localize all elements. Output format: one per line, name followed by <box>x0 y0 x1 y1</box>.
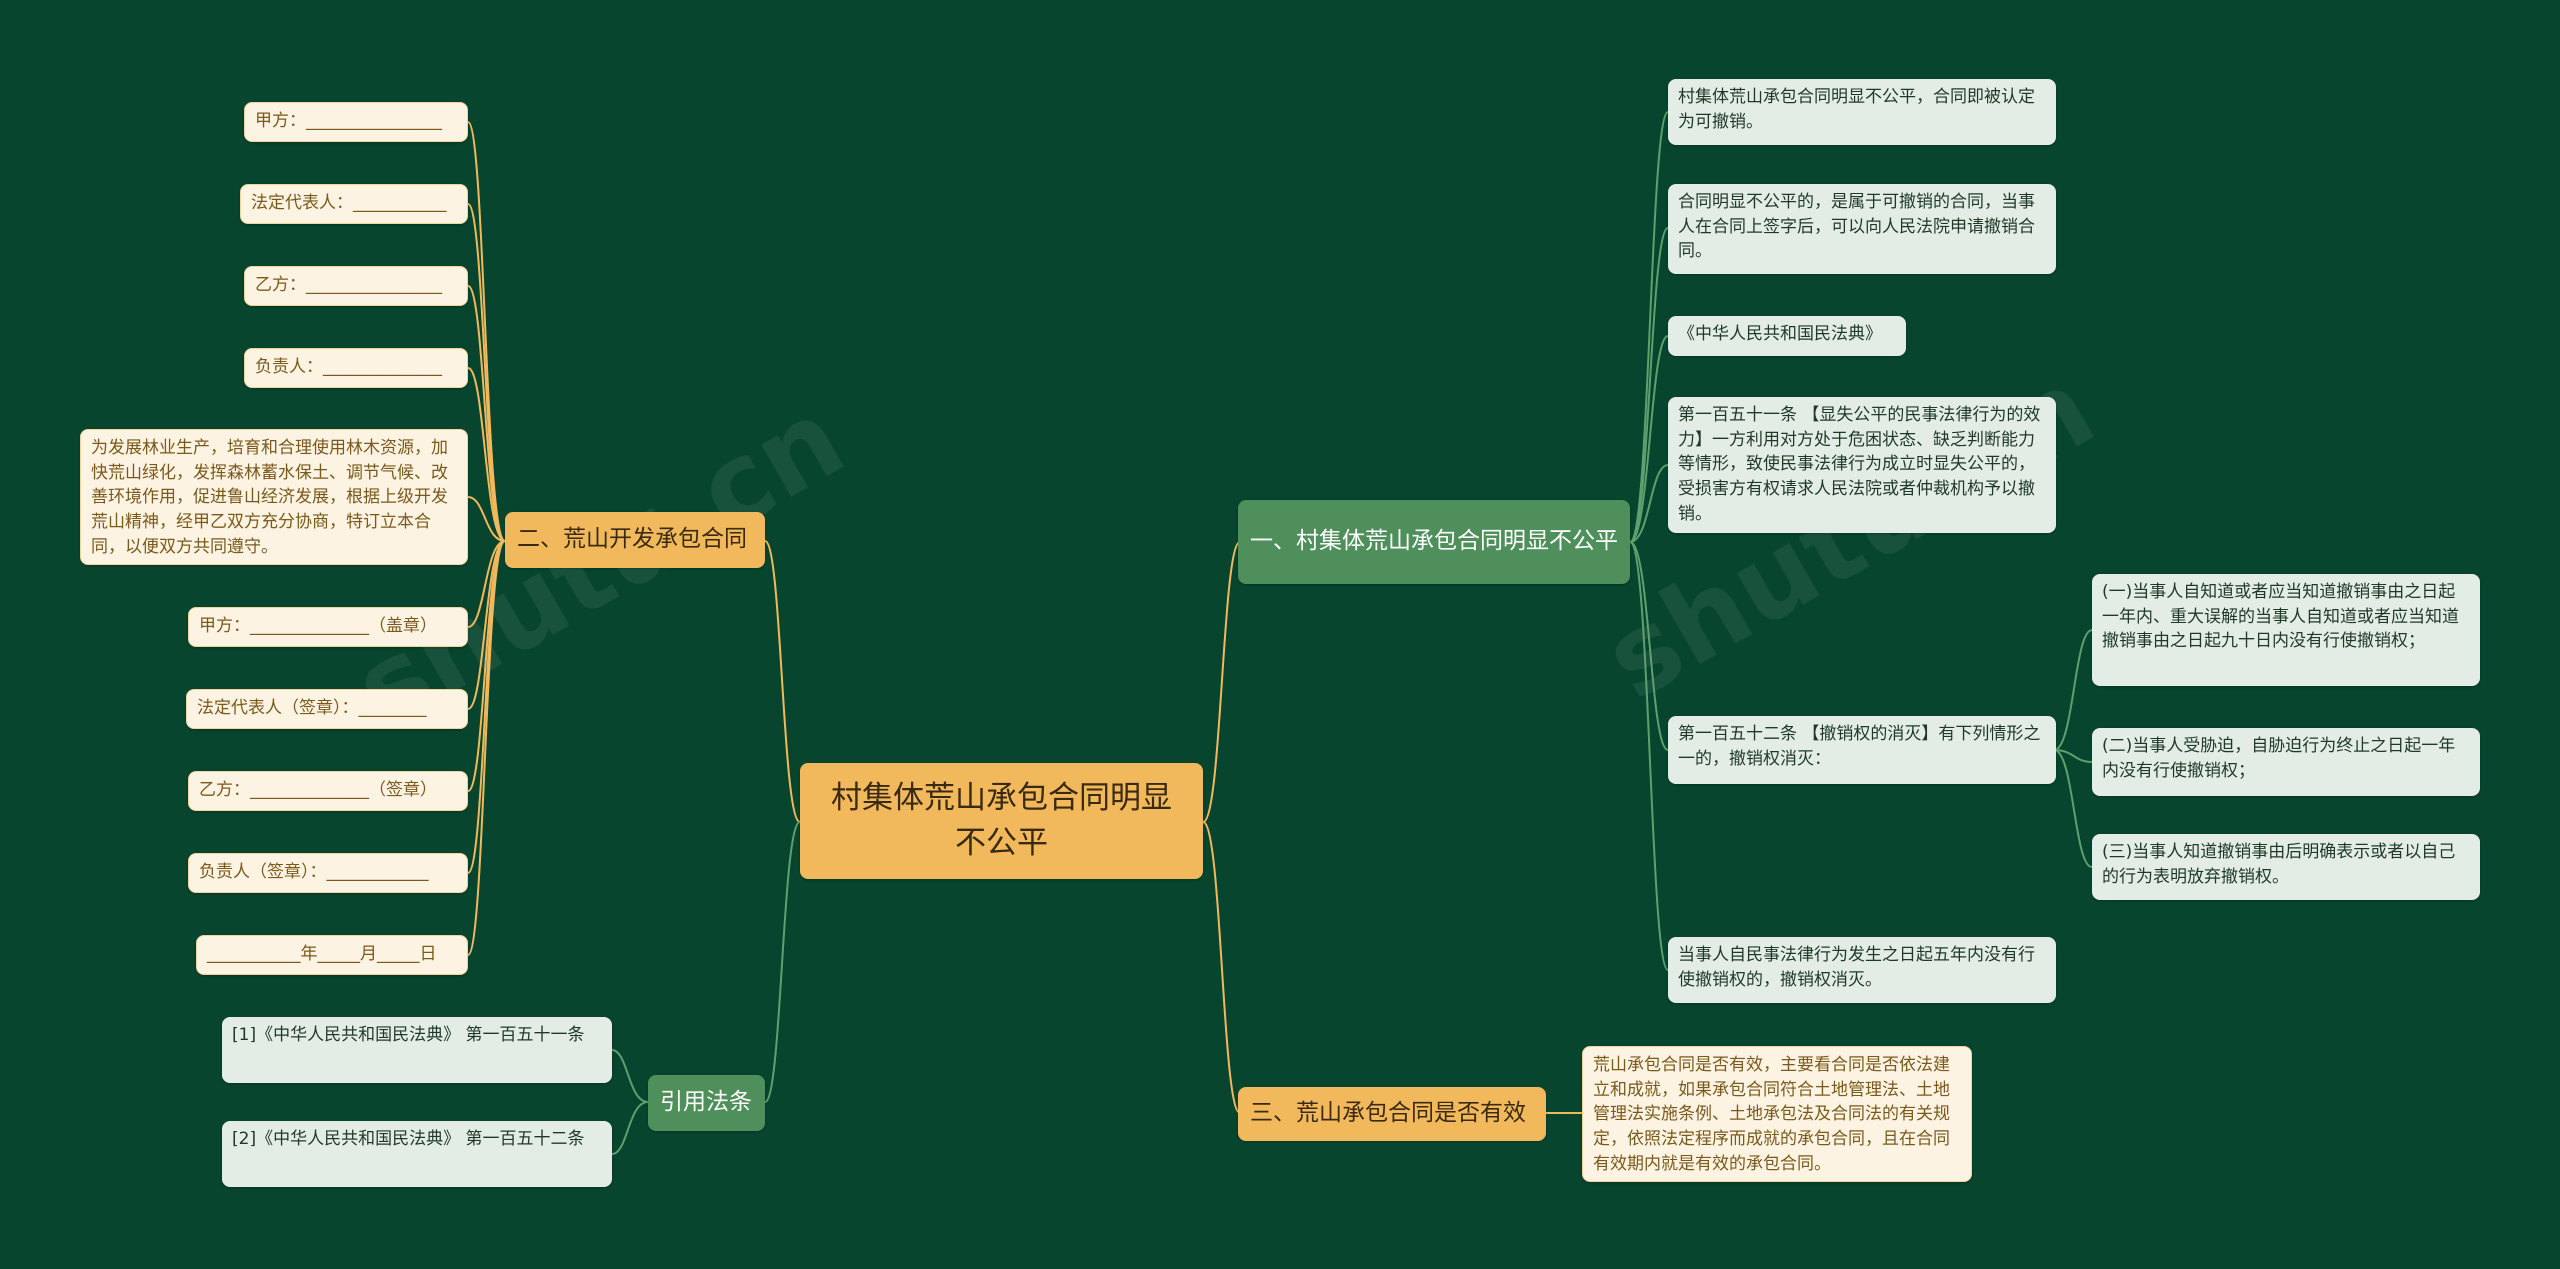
leaf-node[interactable]: (一)当事人自知道或者应当知道撤销事由之日起一年内、重大误解的当事人自知道或者应… <box>2092 574 2480 686</box>
leaf-text: 负责人：______________ <box>255 357 442 377</box>
leaf-node[interactable]: 负责人：______________ <box>244 348 468 388</box>
leaf-node[interactable]: ___________年_____月_____日 <box>196 935 468 975</box>
leaf-node[interactable]: 乙方：______________（签章） <box>188 771 468 811</box>
leaf-node[interactable]: 当事人自民事法律行为发生之日起五年内没有行使撤销权的，撤销权消灭。 <box>1668 937 2056 1003</box>
leaf-text: 荒山承包合同是否有效，主要看合同是否依法建立和成就，如果承包合同符合土地管理法、… <box>1593 1055 1950 1174</box>
leaf-node[interactable]: 村集体荒山承包合同明显不公平，合同即被认定为可撤销。 <box>1668 79 2056 145</box>
leaf-text: 合同明显不公平的，是属于可撤销的合同，当事人在合同上签字后，可以向人民法院申请撤… <box>1678 192 2035 262</box>
leaf-text: 甲方：________________ <box>255 111 442 131</box>
leaf-text: 为发展林业生产，培育和合理使用林木资源，加快荒山绿化，发挥森林蓄水保土、调节气候… <box>91 438 448 557</box>
branch-node-4[interactable]: 引用法条 <box>648 1075 765 1131</box>
leaf-node[interactable]: 第一百五十一条 【显失公平的民事法律行为的效力】一方利用对方处于危困状态、缺乏判… <box>1668 397 2056 533</box>
leaf-text: 甲方：______________（盖章） <box>199 616 437 636</box>
leaf-node[interactable]: 为发展林业生产，培育和合理使用林木资源，加快荒山绿化，发挥森林蓄水保土、调节气候… <box>80 429 468 565</box>
branch-node-1[interactable]: 一、村集体荒山承包合同明显不公平 <box>1238 500 1630 584</box>
leaf-text: 乙方：______________（签章） <box>199 780 437 800</box>
leaf-text: [2]《中华人民共和国民法典》 第一百五十二条 <box>232 1129 585 1149</box>
link-root-b4 <box>764 821 801 1103</box>
leaf-text: 《中华人民共和国民法典》 <box>1678 324 1882 344</box>
leaf-node[interactable]: 合同明显不公平的，是属于可撤销的合同，当事人在合同上签字后，可以向人民法院申请撤… <box>1668 184 2056 274</box>
leaf-node[interactable]: 荒山承包合同是否有效，主要看合同是否依法建立和成就，如果承包合同符合土地管理法、… <box>1582 1046 1972 1182</box>
leaf-node[interactable]: 第一百五十二条 【撤销权的消灭】有下列情形之一的，撤销权消灭： <box>1668 716 2056 784</box>
leaf-text: (二)当事人受胁迫，自胁迫行为终止之日起一年内没有行使撤销权； <box>2102 736 2456 781</box>
branch-label: 引用法条 <box>660 1089 752 1116</box>
link-root-b1 <box>1202 541 1241 823</box>
leaf-text: 法定代表人：___________ <box>251 193 447 213</box>
leaf-text: 当事人自民事法律行为发生之日起五年内没有行使撤销权的，撤销权消灭。 <box>1678 945 2035 990</box>
leaf-text: 第一百五十一条 【显失公平的民事法律行为的效力】一方利用对方处于危困状态、缺乏判… <box>1678 405 2041 524</box>
leaf-node[interactable]: 《中华人民共和国民法典》 <box>1668 316 1906 356</box>
root-label: 村集体荒山承包合同明显不公平 <box>831 780 1172 861</box>
leaf-node[interactable]: 法定代表人（签章）：________ <box>186 689 468 729</box>
branch-label: 三、荒山承包合同是否有效 <box>1250 1100 1526 1127</box>
root-node[interactable]: 村集体荒山承包合同明显不公平 <box>800 763 1203 879</box>
branch-node-3[interactable]: 三、荒山承包合同是否有效 <box>1238 1087 1546 1141</box>
leaf-text: (三)当事人知道撤销事由后明确表示或者以自己的行为表明放弃撤销权。 <box>2102 842 2456 887</box>
link-root-b3 <box>1202 821 1241 1114</box>
leaf-node[interactable]: [1]《中华人民共和国民法典》 第一百五十一条 <box>222 1017 612 1083</box>
leaf-node[interactable]: 负责人（签章）：____________ <box>188 853 468 893</box>
leaf-node[interactable]: [2]《中华人民共和国民法典》 第一百五十二条 <box>222 1121 612 1187</box>
branch-node-2[interactable]: 二、荒山开发承包合同 <box>505 512 765 568</box>
leaf-text: ___________年_____月_____日 <box>207 944 437 964</box>
leaf-text: 乙方：________________ <box>255 275 442 295</box>
branch-label: 一、村集体荒山承包合同明显不公平 <box>1250 528 1618 555</box>
leaf-node[interactable]: (三)当事人知道撤销事由后明确表示或者以自己的行为表明放弃撤销权。 <box>2092 834 2480 900</box>
branch-label: 二、荒山开发承包合同 <box>517 526 747 553</box>
leaf-text: (一)当事人自知道或者应当知道撤销事由之日起一年内、重大误解的当事人自知道或者应… <box>2102 582 2459 652</box>
leaf-text: 法定代表人（签章）：________ <box>197 698 427 718</box>
leaf-node[interactable]: 甲方：______________（盖章） <box>188 607 468 647</box>
leaf-text: 村集体荒山承包合同明显不公平，合同即被认定为可撤销。 <box>1678 87 2035 132</box>
leaf-text: 第一百五十二条 【撤销权的消灭】有下列情形之一的，撤销权消灭： <box>1678 724 2041 769</box>
link-root-b2 <box>764 540 801 823</box>
leaf-node[interactable]: 甲方：________________ <box>244 102 468 142</box>
leaf-node[interactable]: 乙方：________________ <box>244 266 468 306</box>
leaf-node[interactable]: 法定代表人：___________ <box>240 184 468 224</box>
leaf-node[interactable]: (二)当事人受胁迫，自胁迫行为终止之日起一年内没有行使撤销权； <box>2092 728 2480 796</box>
leaf-text: 负责人（签章）：____________ <box>199 862 429 882</box>
leaf-text: [1]《中华人民共和国民法典》 第一百五十一条 <box>232 1025 585 1045</box>
